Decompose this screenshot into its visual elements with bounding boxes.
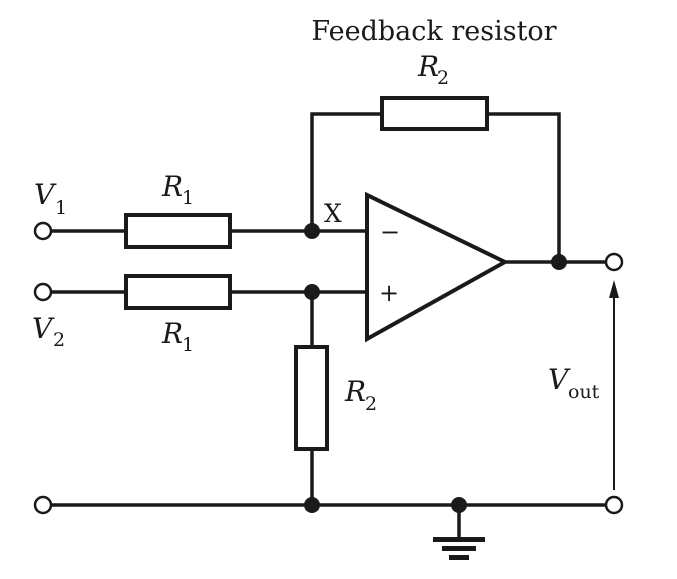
v2-terminal[interactable]: [33, 282, 53, 302]
svg-text:R: R: [344, 375, 366, 408]
resistor-r2-ground: [294, 345, 329, 451]
opamp-noninverting-sign: +: [379, 279, 399, 307]
svg-text:R: R: [161, 170, 183, 203]
node-x-label: X: [324, 199, 342, 228]
vout-arrow-head-icon: [609, 280, 619, 298]
svg-text:V: V: [34, 178, 57, 211]
v1-label: V 1: [34, 178, 67, 219]
v2-label: V 2: [32, 312, 65, 351]
ground-junction-r2: [304, 497, 320, 513]
resistor-r1-bottom: [124, 274, 232, 310]
vout-label: V out: [548, 363, 600, 403]
opamp-inverting-sign: −: [380, 218, 400, 246]
svg-text:R: R: [417, 50, 439, 83]
feedback-wire-right: [485, 112, 561, 264]
svg-text:1: 1: [182, 187, 194, 209]
ground-terminal-right[interactable]: [604, 495, 624, 515]
svg-text:out: out: [568, 381, 600, 403]
svg-text:V: V: [32, 312, 55, 345]
svg-text:2: 2: [53, 329, 65, 351]
svg-text:1: 1: [182, 334, 194, 356]
r2-ground-label: R 2: [344, 375, 377, 415]
resistor-r1-top: [124, 213, 232, 249]
feedback-resistor-caption: Feedback resistor: [311, 16, 556, 47]
svg-text:2: 2: [437, 67, 449, 89]
feedback-wire-left: [310, 112, 384, 233]
ground-terminal-left[interactable]: [33, 495, 53, 515]
svg-text:1: 1: [55, 197, 67, 219]
r1-bottom-label: R 1: [161, 317, 194, 356]
opamp-triangle: [365, 191, 510, 343]
vout-terminal[interactable]: [604, 252, 624, 272]
v1-terminal[interactable]: [33, 221, 53, 241]
resistor-r2-feedback: [380, 96, 489, 131]
r2-feedback-label: R 2: [417, 50, 449, 89]
ground-icon: [433, 503, 485, 560]
svg-text:R: R: [161, 317, 183, 350]
svg-text:2: 2: [365, 393, 377, 415]
svg-text:V: V: [548, 363, 571, 396]
output-junction: [551, 254, 567, 270]
r1-top-label: R 1: [161, 170, 194, 209]
node-x-junction: [304, 223, 320, 239]
